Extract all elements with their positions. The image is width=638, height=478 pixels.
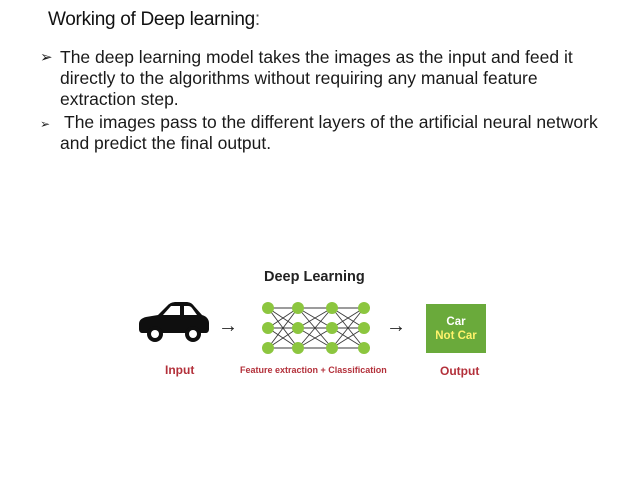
bullet-arrow-icon: ➢ xyxy=(40,117,51,131)
bullet-arrow-icon: ➢ xyxy=(40,49,53,66)
bullet-item: ➢ The deep learning model takes the imag… xyxy=(40,47,610,110)
bullet-text: The images pass to the different layers … xyxy=(60,112,598,153)
arrow-icon: → xyxy=(386,315,406,337)
output-caption: Output xyxy=(440,364,480,378)
diagram-heading: Deep Learning xyxy=(264,269,365,285)
slide-title-text: Working of Deep learning xyxy=(48,9,255,30)
slide-title-colon: : xyxy=(254,9,260,30)
bullet-list: ➢ The deep learning model takes the imag… xyxy=(40,47,610,156)
output-box: Car Not Car xyxy=(426,304,486,353)
output-label-car: Car xyxy=(446,315,466,328)
bullet-text: The deep learning model takes the images… xyxy=(60,47,573,109)
feature-caption: Feature extraction + Classification xyxy=(240,365,387,375)
arrow-icon: → xyxy=(218,315,238,337)
input-caption: Input xyxy=(165,363,195,377)
output-label-not-car: Not Car xyxy=(435,329,477,342)
slide-title: Working of Deep learning: xyxy=(48,9,260,31)
car-icon xyxy=(139,302,209,342)
neural-network-icon xyxy=(262,302,370,354)
bullet-item: ➢ The images pass to the different layer… xyxy=(40,112,610,154)
